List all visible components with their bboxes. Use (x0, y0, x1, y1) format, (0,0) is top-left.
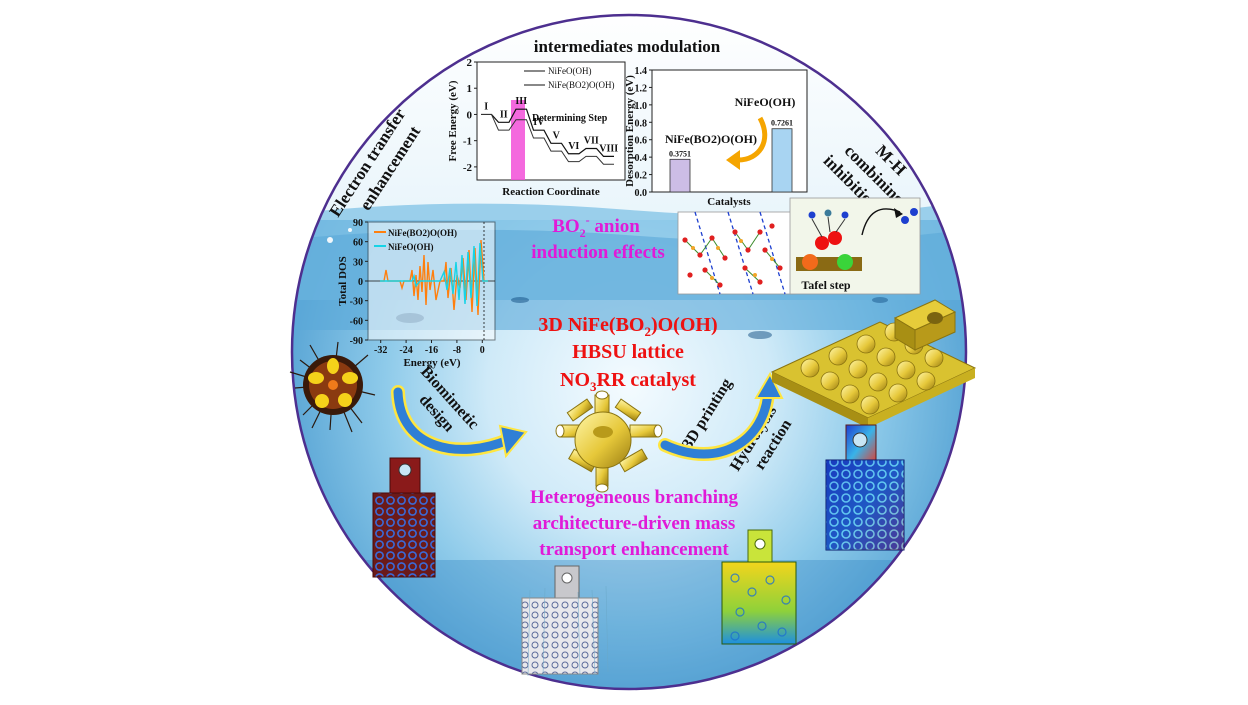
fe-annotation: Determining Step (532, 113, 608, 124)
fe-step-label: V (553, 130, 561, 141)
dos-chart: 90 60 30 0 -30 -60 -90 -32 -24 -16 -8 0 NiFe(BO2)O… (337, 218, 496, 369)
de-ytick-label: 1.0 (635, 101, 648, 112)
dos-ytick-label: 30 (353, 257, 363, 268)
dos-ytick-label: -30 (350, 297, 363, 308)
arrow-biomimetic (391, 385, 528, 459)
fe-ytick-label: 1 (467, 83, 473, 95)
de-ytick-label: 1.2 (635, 83, 648, 94)
fe-step-label: III (515, 96, 527, 107)
printed-lattice-plate (770, 299, 977, 428)
dos-ytick-label: -60 (350, 316, 363, 327)
branched-unit-cell-model (555, 390, 663, 493)
dos-ytick-label: 0 (358, 277, 363, 288)
de-ytick-label: 0.0 (635, 188, 648, 199)
dos-xtick-label: -16 (425, 345, 438, 356)
dos-ytick-label: 60 (353, 238, 363, 249)
dos-xtick-label: -8 (453, 345, 461, 356)
text-no3rr-catalyst: NO3RR catalyst (560, 369, 696, 394)
simulation-electrode-center (521, 565, 609, 677)
de-value-label: 0.3751 (669, 149, 691, 158)
crystal-structure-image (677, 211, 796, 295)
dos-xtick-label: 0 (480, 345, 485, 356)
h2-atom-1 (901, 216, 909, 224)
atom-blue-1 (808, 211, 816, 219)
atom-red-1 (815, 236, 829, 250)
arrow-3d-printing (658, 371, 784, 461)
text-bo2-anion: BO2- anion (552, 213, 640, 240)
de-ytick-label: 1.4 (635, 66, 648, 77)
dos-ylabel: Total DOS (337, 256, 349, 305)
de-xlabel: Catalysts (707, 196, 751, 208)
dos-ytick-label: 90 (353, 218, 363, 229)
fe-series-line (481, 108, 614, 157)
tafel-step-label: Tafel step (801, 278, 851, 292)
fe-step-label: VI (568, 141, 579, 152)
text-hetero-line2: architecture-driven mass (533, 513, 735, 534)
atom-blue-2 (824, 209, 832, 217)
fe-ytick-label: -1 (463, 136, 472, 148)
fe-ytick-label: -2 (463, 162, 473, 174)
tafel-step-panel: Tafel step (789, 197, 921, 295)
text-hetero-line1: Heterogeneous branching (530, 487, 739, 508)
fe-step-label: II (500, 109, 508, 120)
atom-orange (802, 254, 818, 270)
comparison-arrow-head (726, 150, 740, 170)
fe-xlabel: Reaction Coordinate (502, 186, 600, 198)
de-category-2: NiFeO(OH) (735, 95, 796, 109)
fe-step-label: I (484, 101, 488, 112)
determining-step-highlight (511, 100, 525, 180)
simulation-electrode-far-right (825, 424, 905, 551)
simulation-electrode-left (372, 457, 436, 578)
dos-xlabel: Energy (eV) (403, 357, 460, 369)
atom-red-2 (828, 231, 842, 245)
h2-atom-2 (910, 208, 918, 216)
diagram-title: intermediates modulation (534, 37, 721, 56)
fe-ylabel: Free Energy (eV) (447, 80, 459, 161)
text-hetero-line3: transport enhancement (539, 539, 729, 560)
de-category-1: NiFe(BO2)O(OH) (665, 132, 757, 146)
comparison-arrow (737, 116, 768, 163)
atom-green (837, 254, 853, 270)
text-induction-effects: induction effects (531, 242, 665, 263)
dos-xtick-label: -24 (399, 345, 412, 356)
de-bar (771, 128, 793, 193)
fe-step-label: VIII (599, 143, 618, 154)
fe-step-label: VII (584, 136, 599, 147)
fe-ytick-label: 0 (467, 109, 473, 121)
de-ylabel: Desorption Energy (eV) (624, 75, 636, 187)
text-hbsu-lattice: HBSU lattice (572, 341, 684, 363)
dos-legend-2: NiFeO(OH) (388, 242, 434, 252)
fe-series-line (481, 113, 614, 165)
fe-legend-1: NiFeO(OH) (548, 66, 592, 76)
de-ytick-label: 0.4 (635, 153, 648, 164)
dos-ytick-label: -90 (350, 336, 363, 347)
fe-legend-2: NiFe(BO2)O(OH) (548, 80, 615, 90)
dos-legend-1: NiFe(BO2)O(OH) (388, 228, 457, 238)
dos-xtick-label: -32 (374, 345, 387, 356)
de-bar (669, 158, 691, 193)
atom-blue-3 (841, 211, 849, 219)
de-value-label: 0.7261 (771, 119, 793, 128)
fe-ytick-label: 2 (467, 57, 473, 69)
dos-series-nifeooh (380, 242, 488, 307)
fe-step-label: IV (533, 117, 545, 128)
text-catalyst-name: 3D NiFe(BO2)O(OH) (538, 314, 717, 339)
de-ytick-label: 0.6 (635, 136, 648, 147)
sea-urchin-image (289, 341, 376, 433)
desorption-chart: 1.4 1.2 1.0 0.8 0.6 0.4 0.2 0.0 0.3751 0.7261 Ca… (624, 66, 808, 208)
de-ytick-label: 0.8 (635, 118, 648, 129)
de-ytick-label: 0.2 (635, 171, 648, 182)
simulation-electrode-right (721, 529, 797, 645)
